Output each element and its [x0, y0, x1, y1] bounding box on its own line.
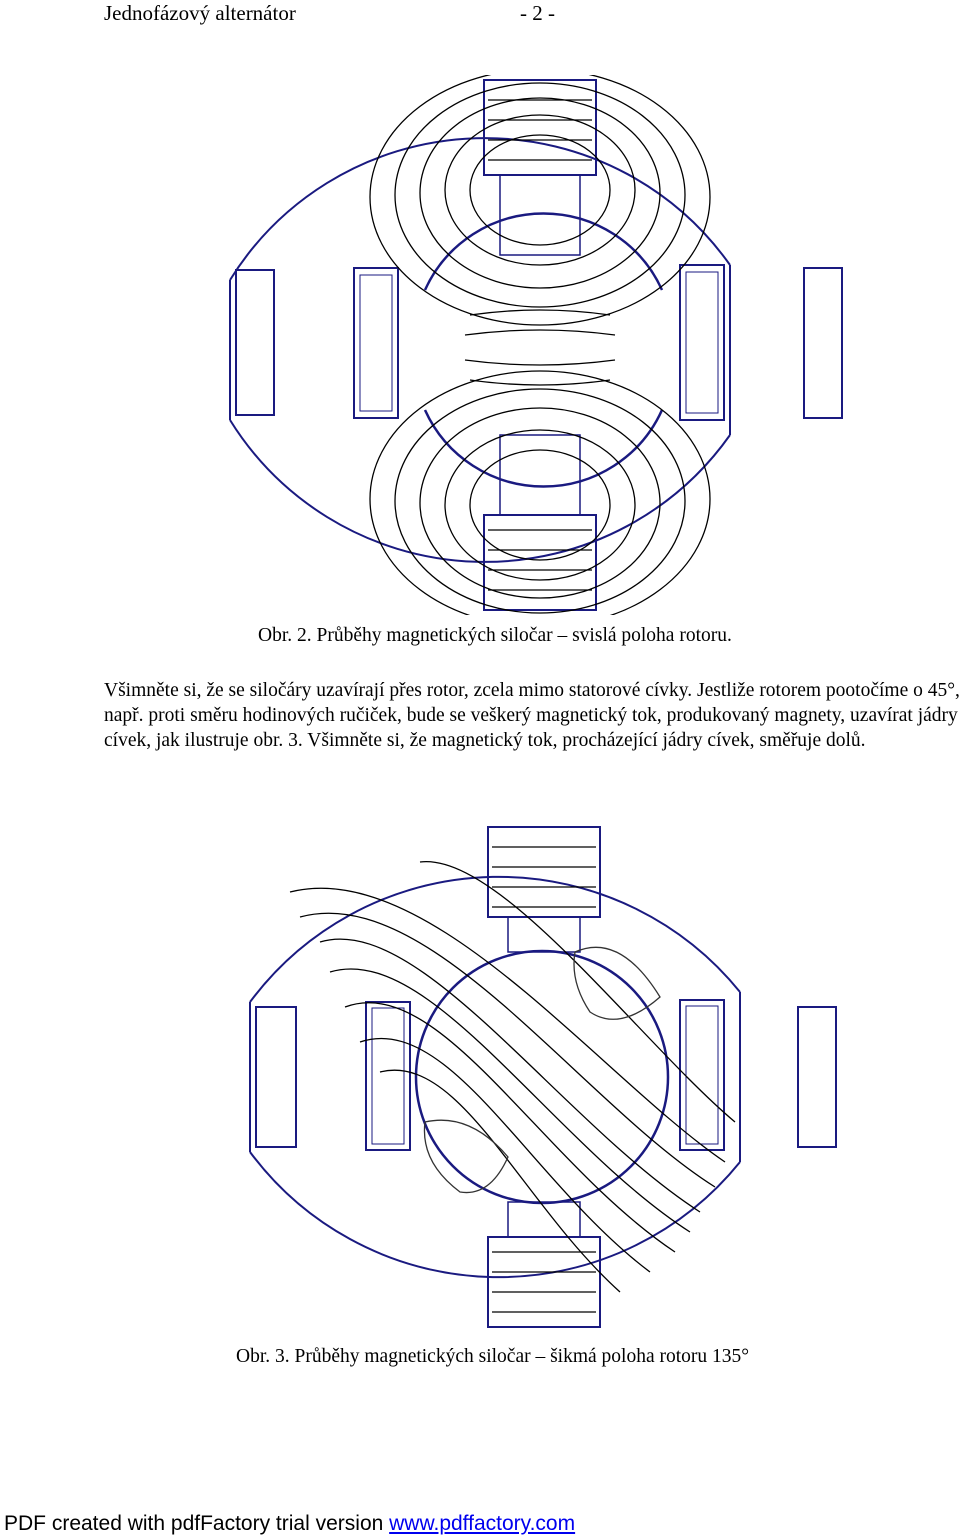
figure-2	[0, 822, 960, 1332]
figure-1	[0, 75, 960, 615]
footer-link[interactable]: www.pdffactory.com	[389, 1512, 576, 1535]
body-paragraph: Všimněte si, že se siločáry uzavírají př…	[104, 680, 960, 752]
figure-1-caption: Obr. 2. Průběhy magnetických siločar – s…	[258, 625, 732, 646]
field-diagram-tilted	[249, 826, 837, 1328]
page-number: - 2 -	[520, 1, 555, 25]
field-diagram-vertical	[229, 75, 843, 615]
header-title: Jednofázový alternátor	[104, 1, 296, 25]
footer: PDF created with pdfFactory trial versio…	[4, 1512, 575, 1536]
figure-2-caption: Obr. 3. Průběhy magnetických siločar – š…	[236, 1346, 750, 1367]
footer-text: PDF created with pdfFactory trial versio…	[4, 1512, 390, 1535]
